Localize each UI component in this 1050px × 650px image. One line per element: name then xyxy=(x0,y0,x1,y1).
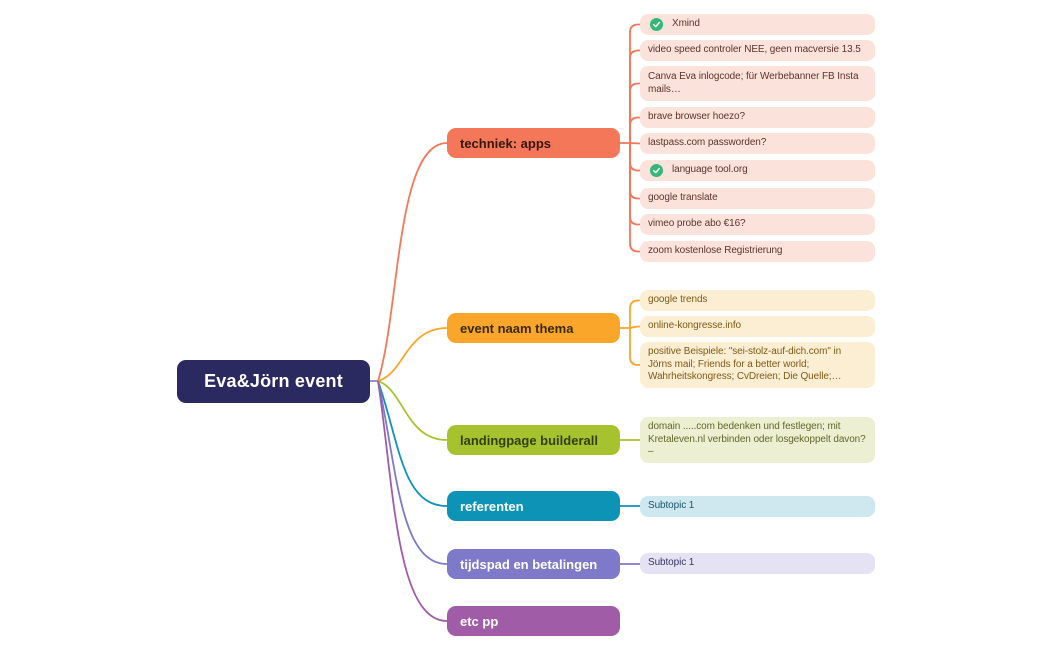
subtopic-vimeo[interactable]: vimeo probe abo €16? xyxy=(640,214,875,235)
subtopic-label: Canva Eva inlogcode; für Werbebanner FB … xyxy=(648,70,859,95)
root-topic-label: Eva&Jörn event xyxy=(204,371,343,391)
root-topic[interactable]: Eva&Jörn event xyxy=(177,360,370,403)
topic-event-naam-thema[interactable]: event naam thema xyxy=(447,313,620,343)
subtopic-label: domain .....com bedenken und festlegen; … xyxy=(648,420,866,458)
subtopic-label: language tool.org xyxy=(672,164,748,176)
subtopic-lastpass[interactable]: lastpass.com passworden? xyxy=(640,133,875,154)
topic-label: etc pp xyxy=(460,613,499,629)
subtopic-label: brave browser hoezo? xyxy=(648,111,745,123)
subtopic-label: video speed controler NEE, geen macversi… xyxy=(648,44,861,56)
topic-label: techniek: apps xyxy=(460,135,552,151)
subtopic-video-speed[interactable]: video speed controler NEE, geen macversi… xyxy=(640,40,875,61)
subtopic-referenten-1[interactable]: Subtopic 1 xyxy=(640,496,875,517)
subtopic-label: online-kongresse.info xyxy=(648,320,741,332)
check-circle-icon xyxy=(650,18,663,31)
topic-label: referenten xyxy=(460,498,524,514)
subtopic-label: vimeo probe abo €16? xyxy=(648,218,746,230)
subtopic-label: Subtopic 1 xyxy=(648,557,695,569)
subtopic-label: Subtopic 1 xyxy=(648,500,695,512)
topic-label: landingpage builderall xyxy=(460,432,598,448)
subtopic-domain[interactable]: domain .....com bedenken und festlegen; … xyxy=(640,417,875,463)
topic-referenten[interactable]: referenten xyxy=(447,491,620,521)
subtopic-brave-browser[interactable]: brave browser hoezo? xyxy=(640,107,875,128)
subtopic-label: zoom kostenlose Registrierung xyxy=(648,245,783,257)
subtopic-label: lastpass.com passworden? xyxy=(648,137,767,149)
topic-label: event naam thema xyxy=(460,320,574,336)
check-circle-icon xyxy=(650,164,663,177)
subtopic-online-kongresse[interactable]: online-kongresse.info xyxy=(640,316,875,337)
subtopic-language-tool[interactable]: language tool.org xyxy=(640,160,875,181)
subtopic-canva[interactable]: Canva Eva inlogcode; für Werbebanner FB … xyxy=(640,66,875,101)
subtopic-label: Xmind xyxy=(672,18,700,30)
subtopic-label: google trends xyxy=(648,294,708,306)
subtopic-positive-beispiele[interactable]: positive Beispiele: "sei-stolz-auf-dich.… xyxy=(640,342,875,388)
subtopic-xmind[interactable]: Xmind xyxy=(640,14,875,35)
topic-tijdspad-en-betalingen[interactable]: tijdspad en betalingen xyxy=(447,549,620,579)
subtopic-google-translate[interactable]: google translate xyxy=(640,188,875,209)
subtopic-label: google translate xyxy=(648,192,718,204)
subtopic-google-trends[interactable]: google trends xyxy=(640,290,875,311)
topic-label: tijdspad en betalingen xyxy=(460,556,598,572)
topic-etc-pp[interactable]: etc pp xyxy=(447,606,620,636)
subtopic-tijdspad-1[interactable]: Subtopic 1 xyxy=(640,553,875,574)
topic-landingpage-builderall[interactable]: landingpage builderall xyxy=(447,425,620,455)
topic-techniek-apps[interactable]: techniek: apps xyxy=(447,128,620,158)
subtopic-label: positive Beispiele: "sei-stolz-auf-dich.… xyxy=(648,345,842,383)
subtopic-zoom[interactable]: zoom kostenlose Registrierung xyxy=(640,241,875,262)
